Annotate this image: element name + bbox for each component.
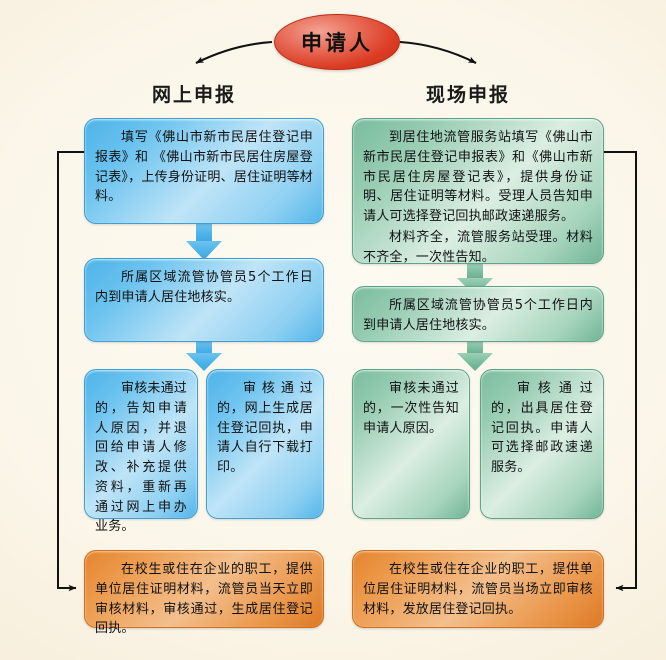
- node-onsite-step3-approved-text: 审核通过的，出具居住登记回执。申请人可选择邮政速递服务。: [491, 381, 593, 475]
- node-online-step3-rejected-text: 审核未通过的，告知申请人原因，并退回给申请人修改、补充提供资料，重新再通过网上申…: [95, 381, 188, 535]
- node-online-step3-approved-text: 审核通过的，网上生成居住登记回执，申请人自行下载打印。: [217, 381, 313, 475]
- arrow-online-step2-step3: [186, 341, 222, 371]
- node-online-note[interactable]: 在校生或住在企业的职工，提供单位居住证明材料，流管员当天立即审核材料，审核通过，…: [84, 550, 324, 636]
- arrow-applicant-to-online: [195, 40, 273, 64]
- node-online-step3-rejected[interactable]: 审核未通过的，告知申请人原因，并退回给申请人修改、补充提供资料，重新再通过网上申…: [84, 369, 198, 534]
- node-online-step1[interactable]: 填写《佛山市新市民居住登记申报表》和 《佛山市新市民居住房屋登记表》，上传身份证…: [84, 118, 324, 224]
- node-onsite-step2[interactable]: 所属区域流管协管员5个工作日内到申请人居住地核实。: [352, 286, 604, 342]
- applicant-node[interactable]: 申请人: [274, 14, 400, 70]
- node-online-step2-text: 所属区域流管协管员5个工作日内到申请人居住地核实。: [95, 270, 313, 305]
- connector-online-step1-to-note: [57, 151, 84, 592]
- node-onsite-step3-approved[interactable]: 审核通过的，出具居住登记回执。申请人可选择邮政速递服务。: [480, 369, 604, 519]
- node-onsite-step3-rejected[interactable]: 审核未通过的，一次性告知申请人原因。: [352, 369, 470, 519]
- node-online-note-text: 在校生或住在企业的职工，提供单位居住证明材料，流管员当天立即审核材料，审核通过，…: [95, 562, 313, 637]
- connector-onsite-step1-to-note: [604, 151, 637, 592]
- node-onsite-step1-text-a: 到居住地流管服务站填写《佛山市新市民居住登记申报表》和《佛山市新市民居住房屋登记…: [363, 130, 593, 224]
- applicant-label: 申请人: [301, 31, 373, 55]
- column-header-onsite: 现场申报: [426, 84, 511, 106]
- column-header-online: 网上申报: [152, 84, 237, 106]
- arrow-online-step1-step2: [186, 224, 222, 260]
- node-onsite-note-text: 在校生或住在企业的职工，提供单位居住证明材料，流管员当场立即审核材料，发放居住登…: [363, 562, 593, 617]
- node-onsite-step1[interactable]: 到居住地流管服务站填写《佛山市新市民居住登记申报表》和《佛山市新市民居住房屋登记…: [352, 118, 604, 265]
- arrow-onsite-step2-step3: [457, 341, 493, 371]
- node-online-step3-approved[interactable]: 审核通过的，网上生成居住登记回执，申请人自行下载打印。: [206, 369, 324, 519]
- node-onsite-step1-text-b: 材料齐全，流管服务站受理。材料不齐全，一次性告知。: [363, 229, 593, 265]
- node-online-step2[interactable]: 所属区域流管协管员5个工作日内到申请人居住地核实。: [84, 258, 324, 342]
- node-onsite-step3-rejected-text: 审核未通过的，一次性告知申请人原因。: [363, 381, 459, 436]
- node-online-step1-text: 填写《佛山市新市民居住登记申报表》和 《佛山市新市民居住房屋登记表》，上传身份证…: [95, 130, 313, 205]
- node-onsite-step2-text: 所属区域流管协管员5个工作日内到申请人居住地核实。: [363, 298, 593, 333]
- arrow-applicant-to-onsite: [399, 40, 477, 64]
- node-onsite-note[interactable]: 在校生或住在企业的职工，提供单位居住证明材料，流管员当场立即审核材料，发放居住登…: [352, 550, 604, 628]
